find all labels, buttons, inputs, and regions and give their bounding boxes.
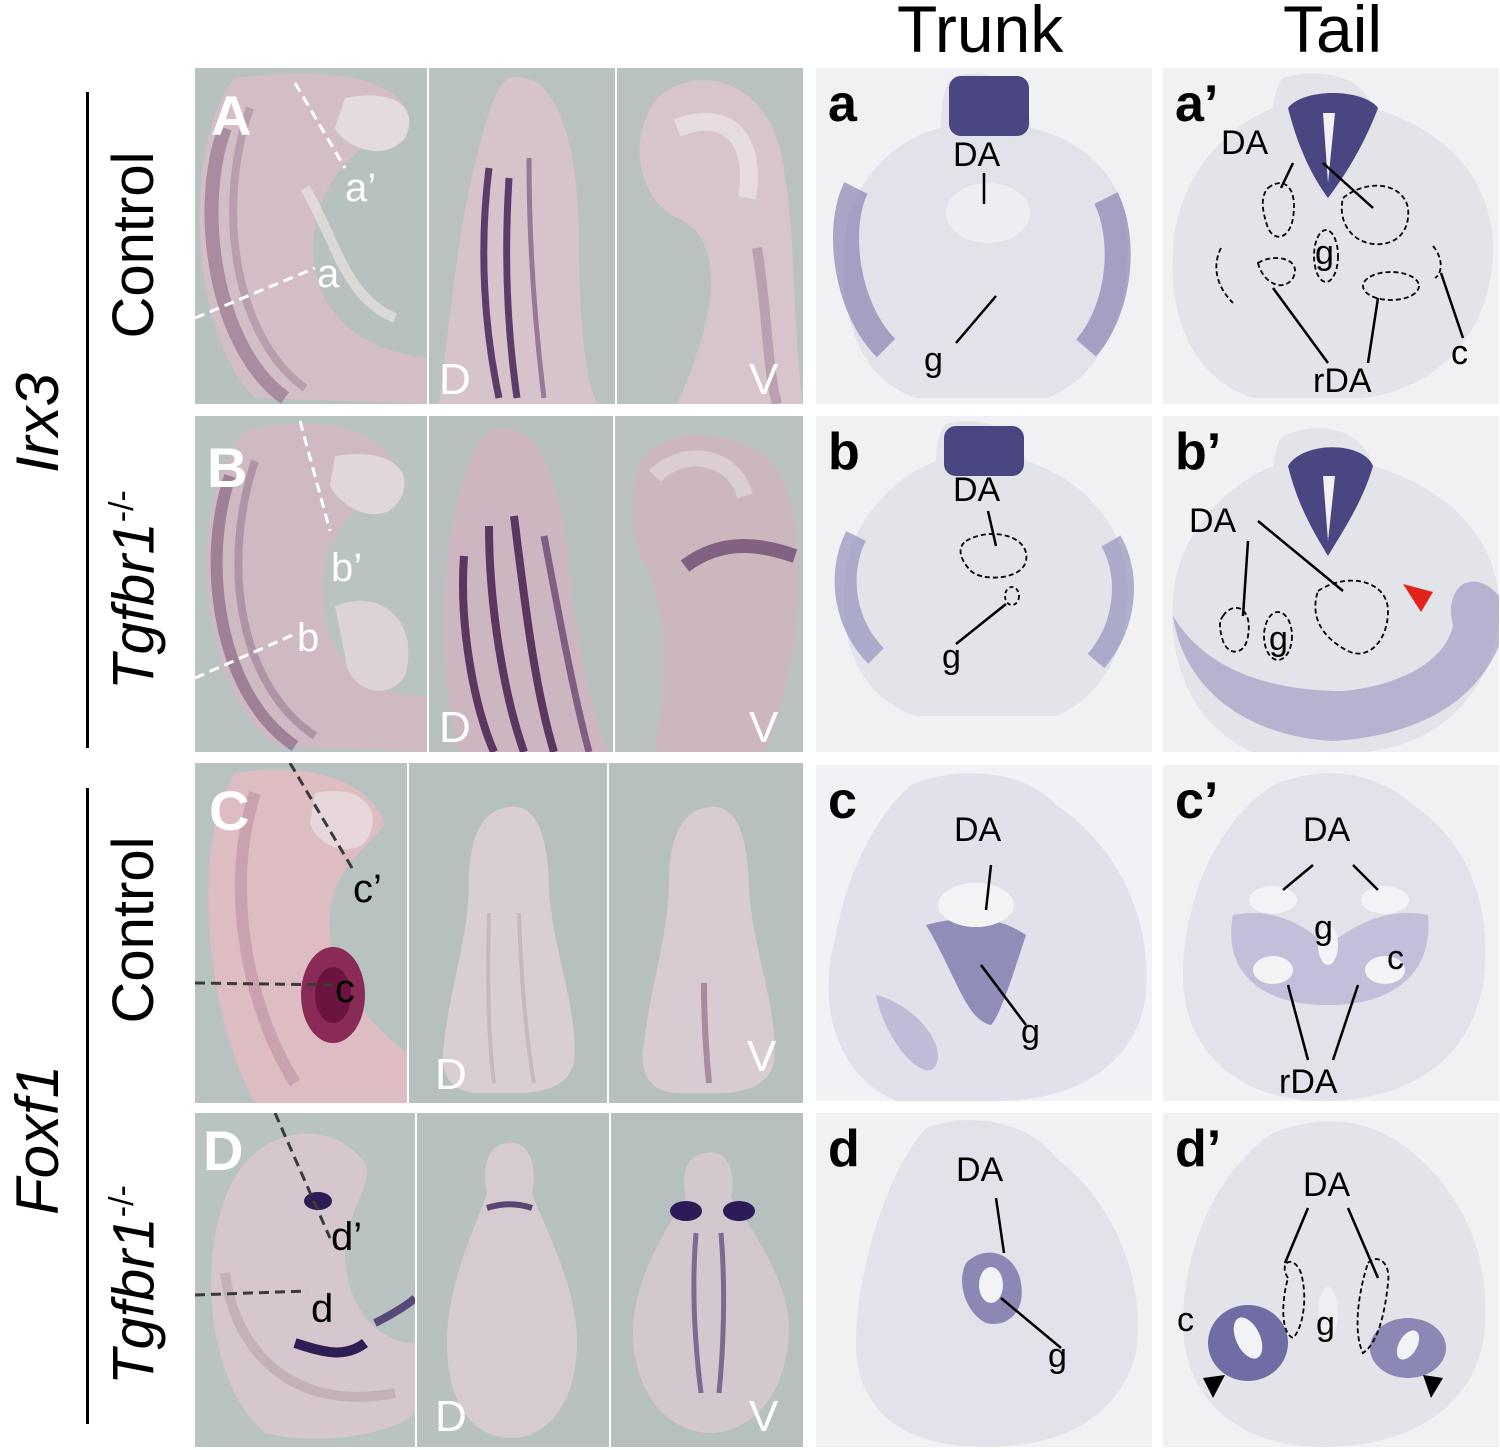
label-d-prime-g: g — [1316, 1305, 1335, 1343]
label-c-prime-g: g — [1314, 909, 1333, 947]
label-a-g: g — [924, 341, 943, 379]
cut-label-d-prime: d’ — [331, 1215, 363, 1259]
section-letter-d-prime: d’ — [1175, 1120, 1222, 1178]
section-b-prime: b’ DA g — [1163, 416, 1499, 752]
genotype-control-irx3: Control — [101, 151, 166, 339]
section-c-prime: c’ DA g c rDA — [1163, 765, 1499, 1101]
cut-label-c-prime: c’ — [353, 867, 382, 911]
label-a-prime-rDA: rDA — [1313, 362, 1372, 400]
label-c-prime-rDA: rDA — [1279, 1063, 1338, 1101]
section-d: d DA g — [816, 1113, 1152, 1447]
panel-A-ventral: V — [617, 68, 803, 404]
panel-C-dorsal: D — [409, 763, 607, 1103]
panel-D-ventral: V — [611, 1113, 803, 1447]
label-b-DA: DA — [953, 471, 1001, 509]
ventral-label-C: V — [747, 1032, 777, 1081]
ventral-label-D: V — [749, 1392, 779, 1441]
label-c-g: g — [1021, 1013, 1040, 1051]
label-b-prime-g: g — [1269, 620, 1288, 658]
ventral-label-A: V — [749, 355, 779, 404]
panel-B-dorsal: D — [429, 416, 613, 752]
gene-label-irx3: Irx3 — [4, 372, 71, 474]
panel-A-dorsal: D — [429, 68, 615, 404]
section-c: c DA g — [816, 765, 1152, 1101]
label-d-prime-DA: DA — [1303, 1166, 1351, 1204]
panel-letter-A: A — [211, 84, 252, 147]
column-header-trunk: Trunk — [897, 0, 1064, 66]
red-arrowhead-icon — [1403, 584, 1433, 612]
dorsal-label-C: D — [435, 1050, 467, 1099]
section-b: b DA g — [816, 416, 1152, 752]
dorsal-label-B: D — [439, 703, 471, 752]
label-d-prime-c: c — [1177, 1301, 1194, 1339]
irx3-bracket-line — [86, 92, 89, 748]
section-a-prime: a’ DA g rDA c — [1163, 68, 1499, 404]
genotype-mutant-foxf1: Tgfbr1-/- — [101, 1185, 167, 1385]
dorsal-label-A: D — [439, 355, 471, 404]
cut-label-c: c — [335, 967, 355, 1011]
panel-letter-C: C — [209, 779, 250, 842]
label-a-DA: DA — [953, 136, 1001, 174]
label-b-g: g — [942, 638, 961, 676]
label-b-prime-DA: DA — [1189, 502, 1237, 540]
label-d-DA: DA — [956, 1151, 1004, 1189]
gene-label-foxf1: Foxf1 — [4, 1064, 71, 1215]
section-letter-a: a — [828, 75, 857, 133]
foxf1-bracket-line — [86, 788, 89, 1424]
label-a-prime-c: c — [1451, 334, 1468, 372]
label-c-prime-DA: DA — [1303, 811, 1351, 849]
section-d-prime: d’ DA c g — [1163, 1113, 1499, 1447]
label-a-prime-g: g — [1315, 234, 1334, 272]
section-letter-a-prime: a’ — [1175, 75, 1219, 133]
label-c-DA: DA — [954, 811, 1002, 849]
section-letter-d: d — [828, 1120, 860, 1178]
column-header-tail: Tail — [1283, 0, 1383, 66]
genotype-mutant-irx3: Tgfbr1-/- — [101, 490, 167, 690]
cut-label-a-prime: a’ — [345, 166, 377, 210]
panel-letter-B: B — [207, 436, 248, 499]
label-a-prime-DA: DA — [1221, 124, 1269, 162]
cut-label-d: d — [311, 1287, 334, 1331]
panel-B-lateral: B b’ b — [195, 416, 427, 752]
section-letter-c: c — [828, 772, 857, 830]
panel-B-ventral: V — [615, 416, 803, 752]
panel-C-ventral: V — [609, 763, 803, 1103]
panel-D-dorsal: D — [417, 1113, 609, 1447]
panel-A-lateral: A a’ a — [195, 68, 427, 404]
genotype-control-foxf1: Control — [101, 836, 166, 1024]
label-c-prime-c: c — [1387, 939, 1404, 977]
panel-C-lateral: C c’ c — [195, 763, 407, 1103]
cut-label-a: a — [317, 252, 340, 296]
section-a: a DA g — [816, 68, 1152, 404]
section-letter-c-prime: c’ — [1175, 772, 1219, 830]
dorsal-label-D: D — [435, 1392, 467, 1441]
ventral-label-B: V — [749, 703, 779, 752]
label-d-g: g — [1048, 1337, 1067, 1375]
section-letter-b: b — [828, 423, 860, 481]
section-letter-b-prime: b’ — [1175, 423, 1222, 481]
cut-label-b-prime: b’ — [331, 546, 363, 590]
panel-D-lateral: D d’ d — [195, 1113, 415, 1447]
panel-letter-D: D — [203, 1119, 244, 1182]
cut-label-b: b — [297, 616, 320, 660]
